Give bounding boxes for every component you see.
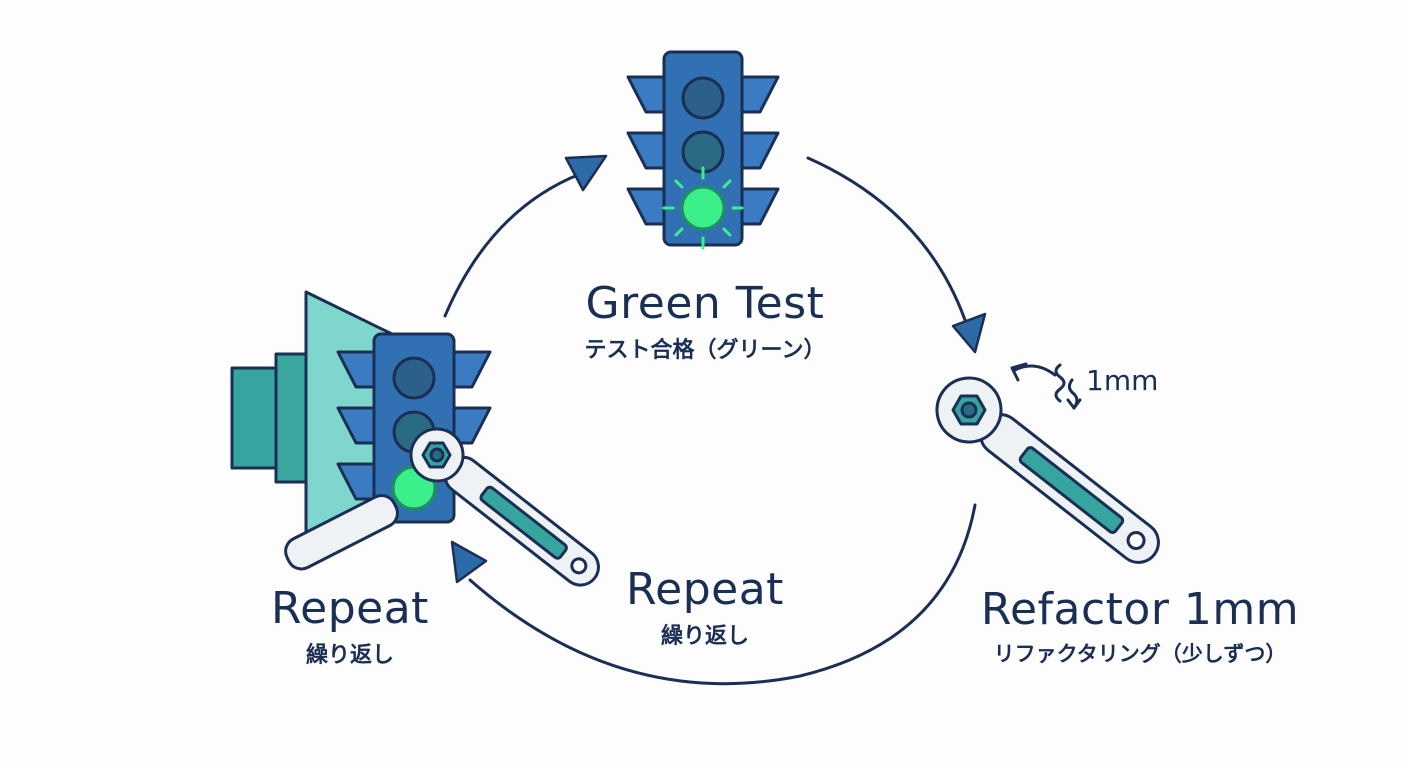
visor-left-1 bbox=[626, 75, 666, 114]
visor-right-1 bbox=[452, 350, 492, 389]
lens-yellow-off bbox=[681, 130, 725, 174]
repeat-left-title: Repeat bbox=[271, 583, 429, 634]
traffic-light-with-wrench-icon bbox=[230, 290, 600, 587]
wrench-grip bbox=[1018, 446, 1125, 534]
visor-left-2 bbox=[626, 131, 666, 170]
arrowhead-to-refactor bbox=[951, 312, 987, 354]
lens-red-off bbox=[392, 356, 436, 400]
visor-right-2 bbox=[740, 131, 780, 170]
wrench-hole bbox=[1126, 531, 1146, 551]
wrench-icon bbox=[935, 376, 1160, 564]
refactor-label: Refactor 1mm リファクタリング（少しずつ） bbox=[955, 584, 1325, 668]
repeat-left-subtitle: 繰り返し bbox=[305, 643, 394, 669]
repeat-center-label: Repeat 繰り返し bbox=[560, 564, 850, 650]
repeat-left-label: Repeat 繰り返し bbox=[210, 583, 490, 669]
motion-arrows-icon bbox=[1010, 362, 1082, 410]
glow-rays-icon bbox=[662, 166, 744, 250]
arrow-green-to-refactor bbox=[806, 156, 967, 322]
visor-right-2 bbox=[452, 406, 492, 445]
refactor-1mm-note: 1mm bbox=[1086, 364, 1159, 397]
monitor-body bbox=[230, 366, 282, 470]
arrow-repeat-to-green bbox=[443, 172, 582, 318]
arrowhead-to-green bbox=[564, 154, 608, 192]
visor-right-1 bbox=[740, 75, 780, 114]
monitor-screen bbox=[274, 352, 308, 484]
repeat-center-title: Repeat bbox=[626, 564, 784, 615]
wrench-handle-left bbox=[284, 494, 399, 571]
wrench-grip bbox=[479, 485, 568, 560]
refactor-subtitle: リファクタリング（少しずつ） bbox=[993, 642, 1287, 667]
lens-green-on bbox=[680, 185, 726, 231]
green-test-label: Green Test テスト合格（グリーン） bbox=[520, 278, 890, 364]
green-test-subtitle: テスト合格（グリーン） bbox=[584, 338, 826, 364]
cycle-arrows bbox=[443, 156, 977, 686]
wrench-hole bbox=[570, 557, 588, 575]
repeat-center-subtitle: 繰り返し bbox=[660, 624, 749, 650]
arrow-heads bbox=[450, 154, 987, 584]
green-test-title: Green Test bbox=[585, 278, 825, 329]
arrowhead-to-repeat bbox=[450, 540, 488, 584]
visor-right-3 bbox=[740, 187, 780, 226]
traffic-light-icon bbox=[626, 50, 780, 247]
lens-red-off bbox=[681, 76, 725, 120]
visor-left-3 bbox=[626, 187, 666, 226]
arrow-refactor-to-repeat bbox=[468, 503, 977, 686]
refactor-title: Refactor 1mm bbox=[980, 584, 1300, 635]
